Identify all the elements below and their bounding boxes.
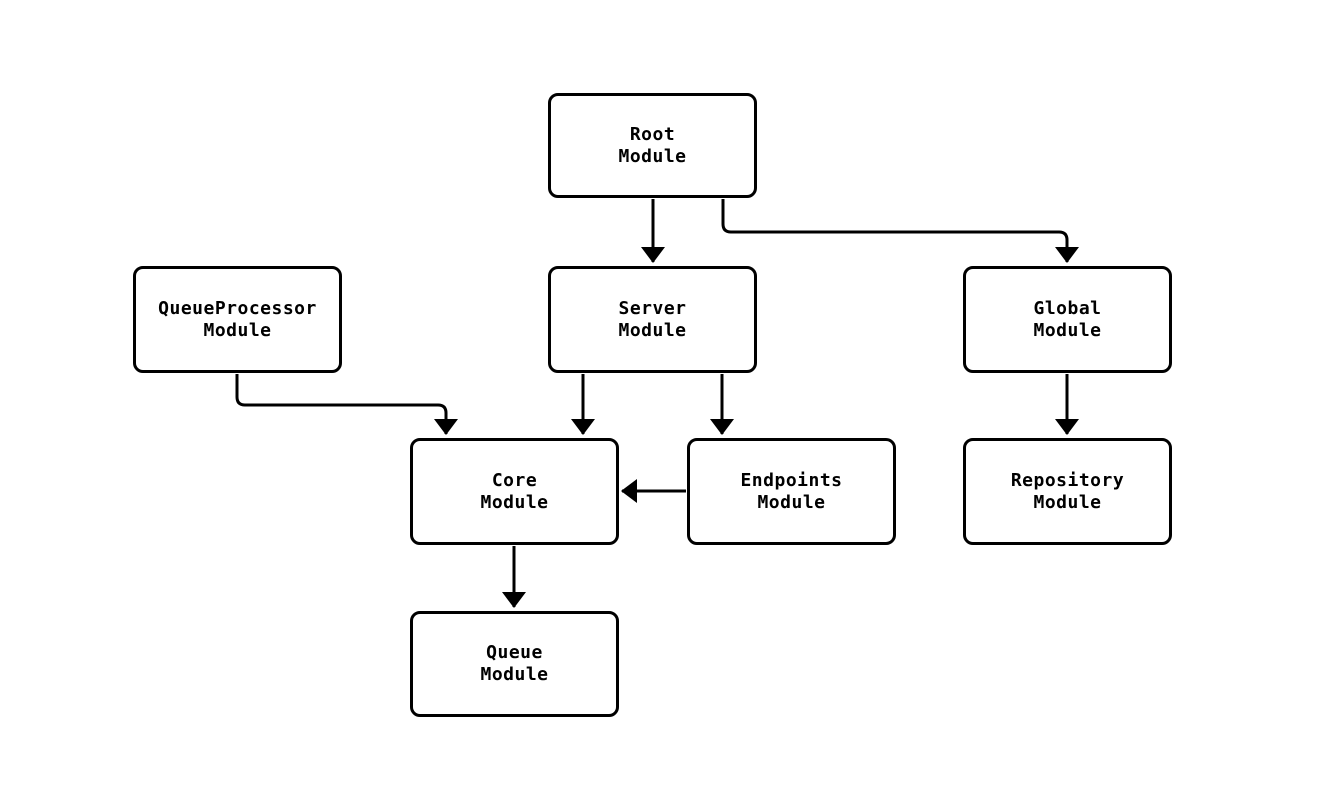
node-core: Core Module xyxy=(410,438,619,545)
node-label-root: Root Module xyxy=(618,123,687,167)
node-server: Server Module xyxy=(548,266,757,373)
node-label-queue: Queue Module xyxy=(480,642,549,685)
edge-root-to-global xyxy=(721,199,1079,263)
node-global: Global Module xyxy=(963,266,1172,373)
node-label-endpoints: Endpoints Module xyxy=(740,469,843,513)
node-root: Root Module xyxy=(548,93,757,198)
node-label-core: Core Module xyxy=(480,469,549,513)
node-label-repository: Repository Module xyxy=(1010,469,1125,513)
node-queue: Queue Module xyxy=(410,611,619,717)
node-endpoints: Endpoints Module xyxy=(687,438,896,545)
node-label-queueprocessor: QueueProcessor Module xyxy=(158,297,317,341)
edge-queueprocessor-to-core xyxy=(235,374,458,435)
node-label-global: Global Module xyxy=(1033,297,1102,341)
node-queueprocessor: QueueProcessor Module xyxy=(133,266,342,373)
node-label-server: Server Module xyxy=(618,297,687,341)
node-repository: Repository Module xyxy=(963,438,1172,545)
edges-group xyxy=(235,199,1079,608)
